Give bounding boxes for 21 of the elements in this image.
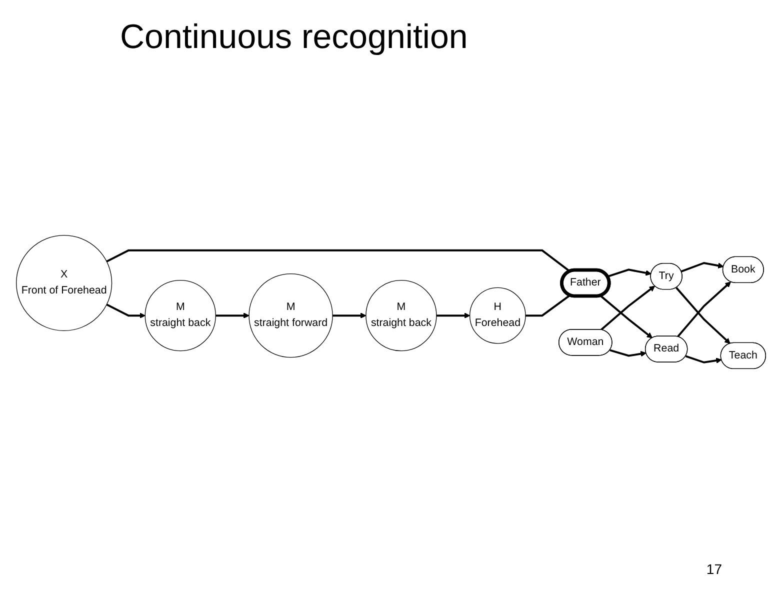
arrow bbox=[680, 262, 724, 272]
connector bbox=[106, 249, 571, 272]
node-circle: M straight back bbox=[366, 280, 437, 352]
arrow bbox=[676, 282, 731, 338]
page-number: 17 bbox=[706, 561, 722, 577]
arrow bbox=[676, 287, 730, 344]
arrow bbox=[610, 349, 646, 357]
node-circle: X Front of Forehead bbox=[16, 234, 112, 332]
arrow bbox=[600, 294, 653, 338]
arrow bbox=[332, 312, 366, 318]
arrow bbox=[685, 355, 722, 364]
arrow bbox=[607, 268, 652, 278]
arrow bbox=[216, 312, 250, 318]
node-circle: M straight forward bbox=[248, 273, 333, 358]
connector bbox=[526, 294, 570, 317]
node-circle: H Forehead bbox=[469, 287, 526, 344]
arrow bbox=[600, 286, 656, 331]
slide-title: Continuous recognition bbox=[120, 18, 469, 57]
arrow bbox=[106, 304, 146, 318]
node-circle: M straight back bbox=[144, 280, 216, 352]
arrow bbox=[436, 312, 470, 318]
